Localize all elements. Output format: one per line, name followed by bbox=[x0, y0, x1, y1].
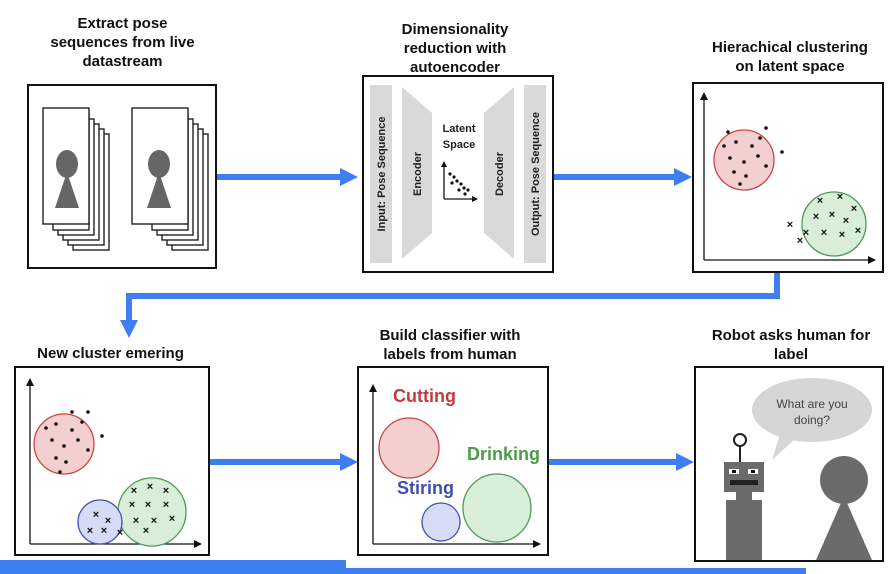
svg-text:×: × bbox=[151, 515, 157, 527]
clustering-panel: ××× ××× ××× ××× bbox=[692, 82, 884, 273]
input-label: Input: Pose Sequence bbox=[376, 117, 388, 232]
label-stiring: Stiring bbox=[397, 478, 454, 498]
arrow-cluster-to-new-cluster bbox=[120, 273, 780, 338]
svg-text:×: × bbox=[117, 527, 123, 539]
svg-text:×: × bbox=[87, 525, 93, 537]
latent-scatter-icon bbox=[441, 161, 478, 202]
svg-text:×: × bbox=[129, 499, 135, 511]
arrow-extract-to-reduce bbox=[217, 174, 345, 180]
svg-text:×: × bbox=[101, 525, 107, 537]
svg-text:×: × bbox=[133, 515, 139, 527]
arrow-new-cluster-to-classifier bbox=[210, 459, 346, 465]
person-silhouette-icon bbox=[55, 150, 171, 208]
svg-text:×: × bbox=[143, 525, 149, 537]
svg-text:×: × bbox=[93, 509, 99, 521]
step-extract-title: Extract pose sequences from live datastr… bbox=[50, 15, 195, 70]
cluster-points-dots bbox=[722, 126, 784, 186]
step-new-cluster-title: New cluster emering bbox=[37, 345, 184, 362]
svg-text:×: × bbox=[169, 513, 175, 525]
robot-panel: What are you doing? bbox=[694, 366, 884, 562]
new-cluster-panel: ××× ××× ××× ××× ××× bbox=[14, 366, 210, 556]
autoencoder-panel: Input: Pose Sequence Encoder Decoder Out… bbox=[362, 75, 554, 273]
classifier-plot: Cutting Drinking Stiring bbox=[369, 384, 541, 548]
step-reduce-title: Dimensionality reduction with autoencode… bbox=[401, 21, 509, 76]
blue-cluster bbox=[77, 499, 123, 545]
speech-text-line-2: doing? bbox=[794, 413, 830, 427]
svg-text:×: × bbox=[163, 485, 169, 497]
svg-text:×: × bbox=[821, 227, 827, 239]
svg-text:×: × bbox=[855, 225, 861, 237]
red-cluster bbox=[33, 413, 95, 475]
bottom-feedback-arrow bbox=[0, 560, 806, 574]
step-cluster-title: Hierachical clustering on latent space bbox=[712, 39, 868, 75]
stiring-cluster bbox=[421, 502, 461, 542]
human-silhouette-icon bbox=[816, 456, 872, 560]
label-cutting: Cutting bbox=[393, 386, 456, 406]
robot-icon bbox=[724, 433, 764, 560]
pose-frames-panel bbox=[27, 84, 217, 269]
latent-label-1: Latent bbox=[443, 123, 476, 135]
speech-bubble bbox=[752, 378, 872, 442]
svg-text:×: × bbox=[803, 227, 809, 239]
arrow-reduce-to-cluster bbox=[554, 174, 680, 180]
label-drinking: Drinking bbox=[467, 444, 540, 464]
red-cluster bbox=[713, 129, 775, 191]
arrow-classifier-to-robot bbox=[549, 459, 681, 465]
green-cluster bbox=[801, 191, 867, 257]
encoder-label: Encoder bbox=[412, 151, 424, 196]
step-robot-title: Robot asks human for label bbox=[711, 327, 871, 363]
svg-text:×: × bbox=[787, 219, 793, 231]
svg-text:×: × bbox=[829, 209, 835, 221]
svg-text:×: × bbox=[163, 499, 169, 511]
svg-text:×: × bbox=[797, 235, 803, 247]
svg-text:×: × bbox=[145, 499, 151, 511]
svg-text:×: × bbox=[105, 515, 111, 527]
svg-text:×: × bbox=[851, 203, 857, 215]
cluster-points-crosses: ××× ××× ××× ××× ××× bbox=[87, 481, 175, 539]
new-cluster-plot: ××× ××× ××× ××× ××× bbox=[26, 378, 202, 548]
svg-text:×: × bbox=[131, 485, 137, 497]
classifier-panel: Cutting Drinking Stiring bbox=[357, 366, 549, 556]
autoencoder-illustration: Input: Pose Sequence Encoder Decoder Out… bbox=[370, 85, 546, 263]
svg-text:×: × bbox=[147, 481, 153, 493]
pose-frames-illustration bbox=[42, 107, 209, 251]
cluster-points-crosses: ××× ××× ××× ××× bbox=[787, 191, 861, 247]
svg-text:×: × bbox=[839, 229, 845, 241]
clustering-plot: ××× ××× ××× ××× bbox=[700, 92, 876, 264]
svg-text:×: × bbox=[817, 195, 823, 207]
latent-label-2: Space bbox=[443, 139, 475, 151]
svg-text:×: × bbox=[843, 215, 849, 227]
svg-text:×: × bbox=[813, 211, 819, 223]
decoder-label: Decoder bbox=[494, 151, 506, 196]
robot-illustration: What are you doing? bbox=[724, 378, 872, 560]
svg-text:×: × bbox=[837, 191, 843, 203]
output-label: Output: Pose Sequence bbox=[530, 112, 542, 236]
drinking-cluster bbox=[462, 473, 532, 543]
cutting-cluster bbox=[378, 417, 440, 479]
step-classifier-title: Build classifier with labels from human bbox=[379, 327, 521, 363]
speech-text-line-1: What are you bbox=[776, 397, 847, 411]
cluster-points-dots bbox=[44, 410, 104, 474]
